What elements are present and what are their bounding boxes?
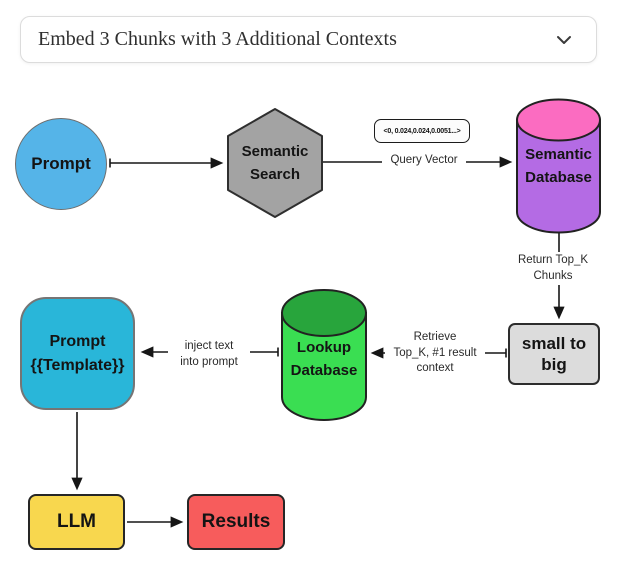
node-query-vector-chip: <0, 0.024,0.024,0.0051...> [374, 119, 470, 143]
query-vector-chip-label: <0, 0.024,0.024,0.0051...> [383, 127, 461, 135]
node-llm: LLM [28, 494, 125, 550]
llm-label: LLM [56, 511, 97, 532]
node-semantic-database: Semantic Database [513, 138, 604, 194]
semantic-database-label: Semantic Database [525, 145, 592, 186]
dropdown-selected-value: Embed 3 Chunks with 3 Additional Context… [38, 28, 397, 50]
semantic-database-cylinder-body [516, 119, 601, 234]
edge-label-inject-text: inject text into prompt [168, 338, 250, 372]
node-prompt-label: Prompt [31, 154, 91, 173]
node-lookup-database: Lookup Database [280, 331, 368, 387]
prompt-template-label: Prompt {{Template}} [30, 333, 125, 374]
edge-label-query-vector: Query Vector [382, 152, 466, 170]
lookup-database-label: Lookup Database [290, 338, 358, 379]
semantic-search-hexagon [227, 108, 323, 218]
node-prompt: Prompt [15, 118, 107, 210]
node-prompt-template: Prompt {{Template}} [20, 297, 135, 410]
node-small-to-big: small to big [508, 323, 600, 385]
lookup-database-cylinder-body [281, 312, 367, 421]
edge-label-return-topk: Return Top_K Chunks [505, 252, 601, 286]
semantic-search-label: Semantic Search [241, 142, 309, 183]
chevron-down-icon[interactable] [556, 35, 572, 45]
node-results: Results [187, 494, 285, 550]
chunk-mode-dropdown[interactable]: Embed 3 Chunks with 3 Additional Context… [20, 16, 597, 63]
semantic-database-cylinder-top [516, 98, 601, 142]
node-semantic-search: Semantic Search [226, 133, 324, 193]
results-label: Results [201, 511, 271, 532]
small-to-big-label: small to big [521, 333, 587, 374]
lookup-database-cylinder-top [281, 289, 367, 337]
edge-label-retrieve-context: Retrieve Top_K, #1 result context [385, 329, 485, 378]
